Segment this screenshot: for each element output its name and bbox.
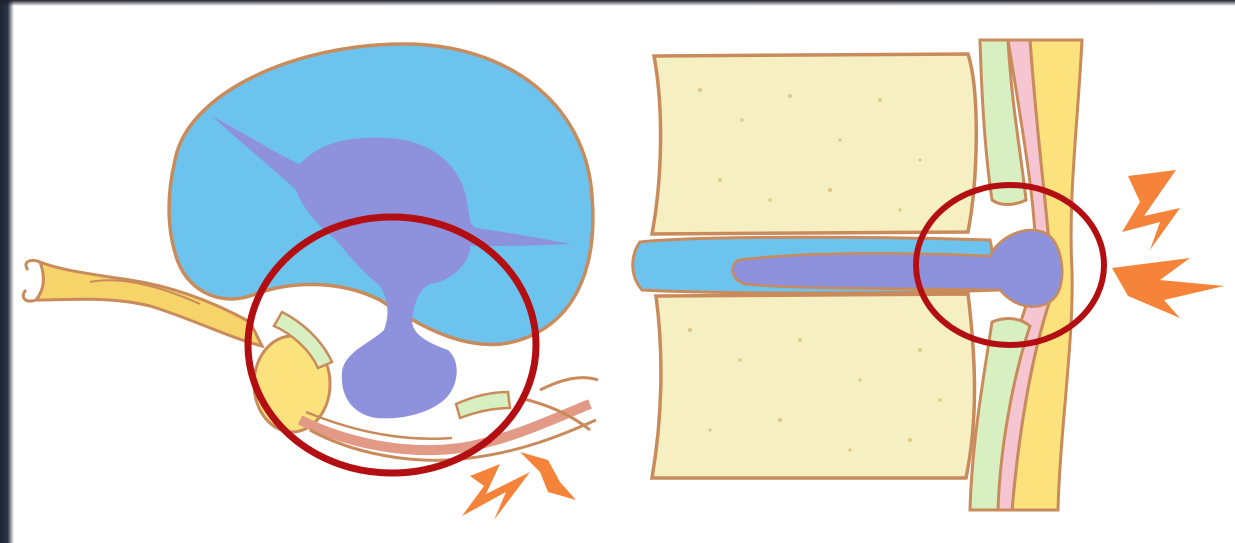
ligament-right xyxy=(456,392,510,418)
vertebra-upper xyxy=(652,54,976,234)
sagittal-view xyxy=(633,40,1224,510)
lightning-pain-icon xyxy=(462,452,576,520)
vertebra-lower xyxy=(652,294,975,478)
lightning-pain-icon xyxy=(1112,170,1224,318)
axial-view xyxy=(23,44,598,520)
